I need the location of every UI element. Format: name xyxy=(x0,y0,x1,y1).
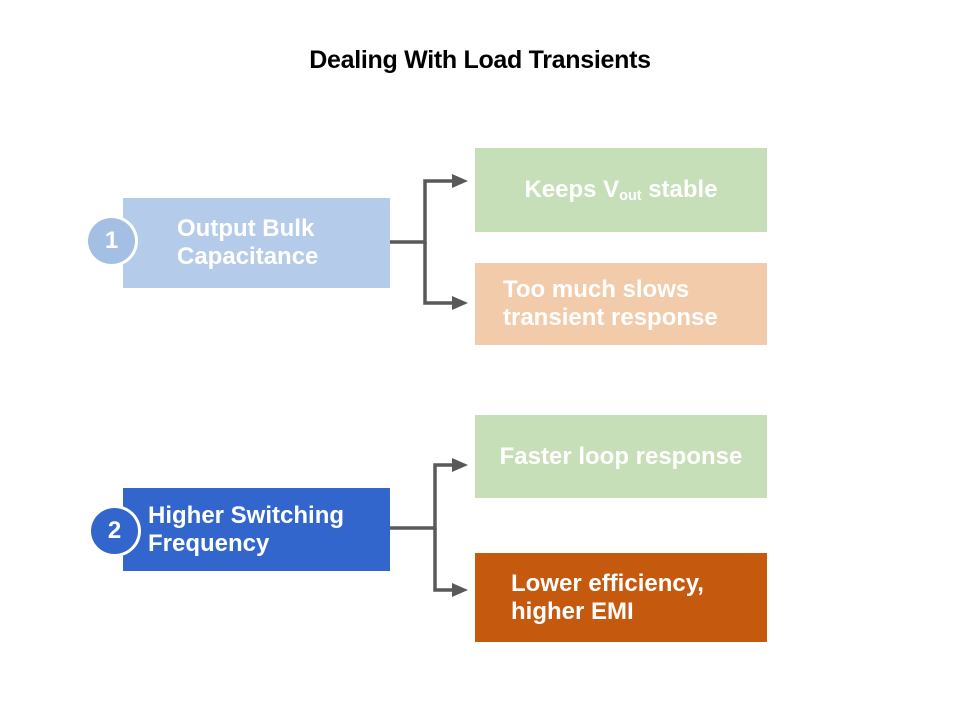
cause-box-1-label: Output Bulk Capacitance xyxy=(177,215,319,270)
outcome-box-lower-efficiency-higher-emi: Lower efficiency, higher EMI xyxy=(475,553,767,642)
outcome-keeps-vout-stable-label: Keeps Vout stable xyxy=(524,175,718,204)
outcome-box-faster-loop-response: Faster loop response xyxy=(475,415,767,498)
connector-2-drawback-arrow xyxy=(433,528,468,597)
cause-box-higher-switching-frequency: Higher Switching Frequency xyxy=(123,488,390,571)
cause-box-2-label: Higher Switching Frequency xyxy=(148,501,345,557)
connector-2-benefit-arrow xyxy=(390,458,468,530)
cause-box-output-bulk-capacitance: Output Bulk Capacitance xyxy=(123,198,390,288)
number-badge-2: 2 xyxy=(88,505,141,557)
connector-1-benefit-arrow xyxy=(388,174,468,244)
number-badge-1: 1 xyxy=(85,215,138,267)
number-badge-2-text: 2 xyxy=(107,517,122,544)
slide-title: Dealing With Load Transients xyxy=(309,46,651,74)
outcome-box-too-much-slows-response: Too much slows transient response xyxy=(475,263,767,345)
outcome-faster-loop-label: Faster loop response xyxy=(499,442,743,470)
connector-1-drawback-arrow xyxy=(423,242,468,310)
outcome-too-much-slows-label: Too much slows transient response xyxy=(503,276,718,331)
outcome-box-keeps-vout-stable: Keeps Vout stable xyxy=(475,148,767,232)
vout-subscript: out xyxy=(619,187,642,204)
number-badge-1-text: 1 xyxy=(104,227,119,254)
outcome-lower-efficiency-label: Lower efficiency, higher EMI xyxy=(511,569,704,625)
